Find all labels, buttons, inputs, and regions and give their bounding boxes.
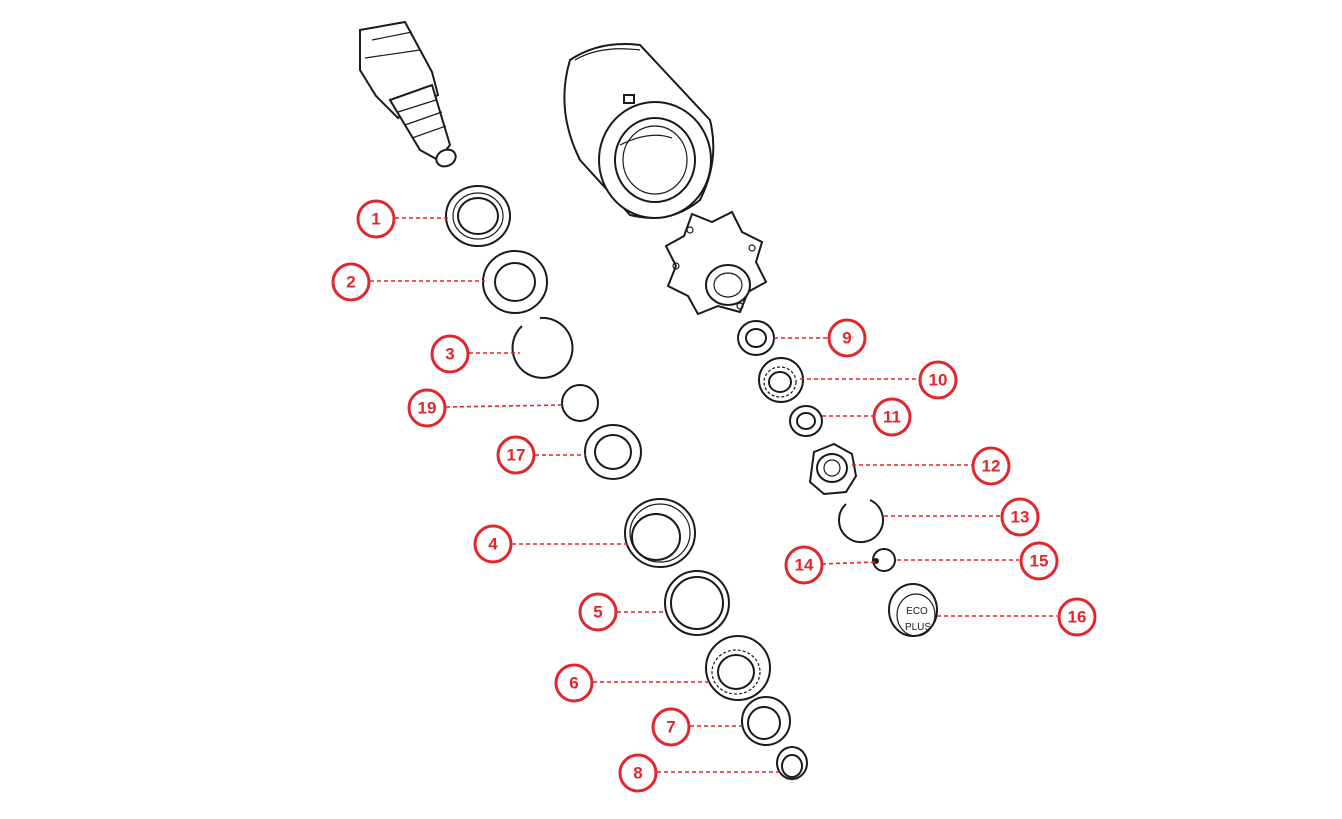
callout-11: 11 [872, 397, 912, 437]
hub-cap-text-line1: ECO [906, 606, 928, 617]
callout-3: 3 [430, 334, 470, 374]
part-8-small-cup [776, 746, 808, 780]
callout-13: 13 [1000, 497, 1040, 537]
part-7-ring [741, 696, 791, 746]
part-14-15-fitting [872, 548, 896, 572]
callout-8-label: 8 [633, 764, 642, 783]
callout-4: 4 [473, 524, 513, 564]
callout-15-label: 15 [1030, 552, 1049, 571]
callout-12-label: 12 [982, 457, 1001, 476]
part-6-roller-bearing [705, 635, 771, 701]
callout-8: 8 [618, 753, 658, 793]
callout-10: 10 [918, 360, 958, 400]
callout-11-label: 11 [883, 408, 901, 427]
callout-9: 9 [827, 318, 867, 358]
callout-7: 7 [651, 707, 691, 747]
callout-2-label: 2 [346, 273, 355, 292]
callout-6-label: 6 [569, 674, 578, 693]
leader-lines [370, 217, 1057, 773]
callout-16-label: 16 [1068, 608, 1087, 627]
part-1-seal [445, 185, 511, 247]
callout-12: 12 [971, 446, 1011, 486]
callout-19-label: 19 [418, 399, 437, 418]
callout-6: 6 [554, 663, 594, 703]
part-3-circlip [511, 316, 574, 379]
part-2-ring [482, 250, 548, 314]
callout-15: 15 [1019, 541, 1059, 581]
part-16-hub-cap: ECO PLUS [888, 583, 938, 637]
callout-1-label: 1 [371, 210, 380, 229]
callout-14-label: 14 [795, 556, 814, 575]
callout-14: 14 [784, 545, 824, 585]
callout-3-label: 3 [445, 345, 454, 364]
part-17-ring [584, 424, 642, 480]
callout-19: 19 [407, 388, 447, 428]
part-13-circlip [838, 499, 884, 544]
callout-10-label: 10 [929, 371, 948, 390]
part-11-washer [789, 405, 823, 437]
part-9-seal [737, 320, 775, 356]
part-5-race [664, 570, 730, 636]
hub-drum [563, 43, 715, 219]
callout-17: 17 [496, 435, 536, 475]
callout-1: 1 [356, 199, 396, 239]
callout-7-label: 7 [666, 718, 675, 737]
callout-13-label: 13 [1011, 508, 1030, 527]
part-10-roller-bearing [758, 357, 804, 403]
callout-4-label: 4 [488, 535, 498, 554]
callout-5: 5 [578, 592, 618, 632]
part-12-axle-nut [808, 442, 858, 496]
callout-5-label: 5 [593, 603, 602, 622]
callout-9-label: 9 [842, 329, 851, 348]
callout-17-label: 17 [507, 446, 526, 465]
part-19-o-ring [561, 384, 599, 422]
part-4-bearing-cup [624, 498, 696, 568]
callout-2: 2 [331, 262, 371, 302]
hub-cap-text-line2: PLUS [905, 622, 931, 633]
axle-spindle [359, 20, 457, 168]
hub-flange [664, 210, 768, 316]
callout-16: 16 [1057, 597, 1097, 637]
